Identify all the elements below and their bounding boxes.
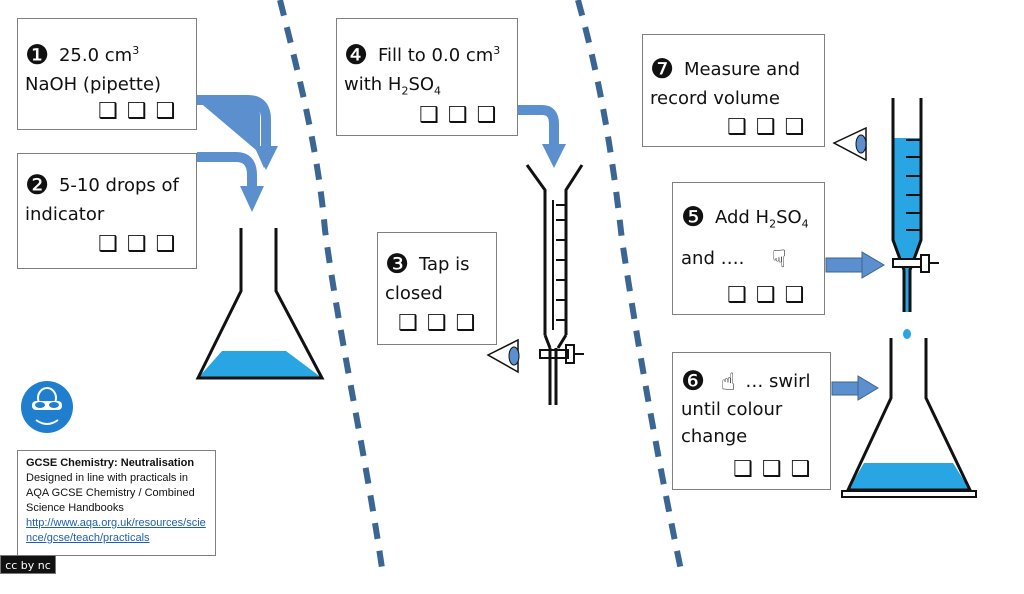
raised-finger-icon: ☝ [720, 368, 736, 396]
arrow-step2-head [240, 186, 264, 212]
step-3-checkboxes[interactable]: ❑❑❑ [398, 311, 485, 336]
divider-right [575, 0, 685, 575]
step-4-number: ❹ [344, 40, 369, 71]
step-4-checkboxes[interactable]: ❑❑❑ [419, 103, 506, 128]
arrow-step1-head [254, 146, 278, 170]
arrow-step5 [825, 251, 885, 279]
burette-right [891, 98, 939, 339]
step-6-number: ❻ [681, 366, 706, 397]
conical-flask-left [195, 228, 325, 380]
burette-middle [525, 164, 584, 405]
arrow-step4-body [518, 105, 559, 146]
credit-box: GCSE Chemistry: Neutralisation Designed … [17, 450, 216, 556]
eye-right-icon [832, 126, 867, 162]
step-3-number: ❸ [385, 249, 410, 280]
step-7-card: ❼ Measure and record volume ❑❑❑ [642, 34, 825, 147]
step-4-text: ❹ Fill to 0.0 cm3 with H2SO4 [344, 40, 501, 98]
pointing-hand-icon: ☟ [772, 244, 787, 273]
safety-goggles-icon [21, 381, 73, 433]
credit-title: GCSE Chemistry: Neutralisation [26, 457, 195, 469]
step-1-number: ❶ [25, 40, 50, 71]
eye-middle-icon [486, 338, 520, 374]
step-1-card: ❶ 25.0 cm3 NaOH (pipette) ❑❑❑ [17, 18, 197, 130]
step-2-checkboxes[interactable]: ❑❑❑ [98, 232, 185, 257]
step-3-card: ❸ Tap is closed ❑❑❑ [377, 232, 497, 345]
arrow-step2-body [197, 152, 257, 188]
step-2-number: ❷ [25, 170, 50, 201]
step-4-card: ❹ Fill to 0.0 cm3 with H2SO4 ❑❑❑ [336, 18, 518, 136]
step-5-checkboxes[interactable]: ❑❑❑ [727, 283, 814, 308]
arrow-step1-body [197, 95, 271, 148]
step-5-text: ❺ Add H2SO4 and …. ☟ [681, 202, 809, 273]
arrow-step4-head [542, 144, 566, 168]
arrow-step6 [831, 375, 879, 401]
step-7-text: ❼ Measure and record volume [650, 54, 801, 109]
arrow-step1 [197, 100, 272, 168]
conical-flask-right [841, 338, 977, 498]
step-5-card: ❺ Add H2SO4 and …. ☟ ❑❑❑ [672, 182, 825, 315]
step-7-number: ❼ [650, 54, 675, 85]
step-3-text: ❸ Tap is closed [385, 249, 470, 304]
diagram-art [21, 0, 977, 575]
step-2-card: ❷ 5-10 drops of indicator ❑❑❑ [17, 153, 197, 269]
credit-link[interactable]: http://www.aqa.org.uk/resources/science/… [26, 517, 206, 544]
step-6-card: ❻ ☝ … swirl until colour change ❑❑❑ [672, 352, 831, 490]
divider-left [277, 0, 386, 575]
step-1-checkboxes[interactable]: ❑❑❑ [98, 99, 185, 124]
step-2-text: ❷ 5-10 drops of indicator [25, 170, 179, 225]
step-6-checkboxes[interactable]: ❑❑❑ [733, 457, 820, 482]
step-1-text: ❶ 25.0 cm3 NaOH (pipette) [25, 40, 162, 95]
credit-body: Designed in line with practicals in AQA … [26, 472, 195, 514]
cc-license-badge: cc by nc sa [0, 555, 56, 591]
step-5-number: ❺ [681, 202, 706, 233]
step-7-checkboxes[interactable]: ❑❑❑ [727, 115, 814, 140]
step-6-text: ❻ ☝ … swirl until colour change [681, 366, 811, 447]
